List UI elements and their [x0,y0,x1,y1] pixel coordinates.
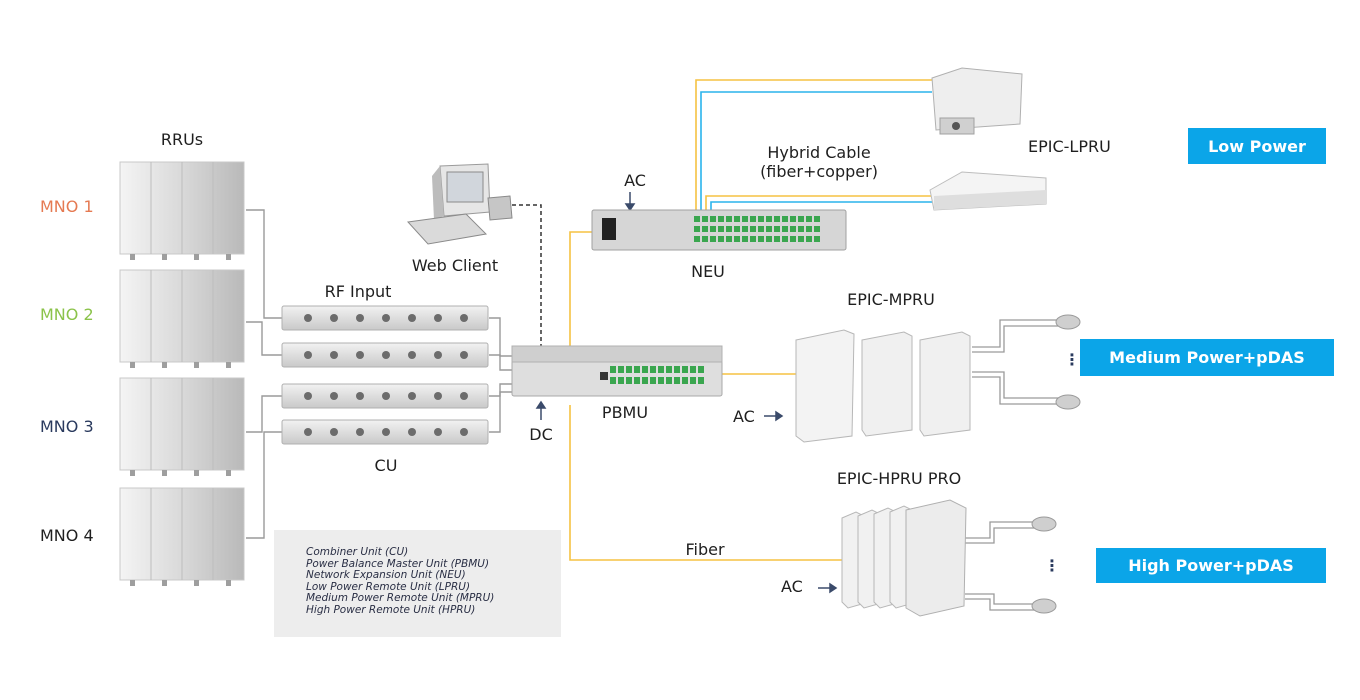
neu-ac-label: AC [624,171,646,190]
pbmu-label: PBMU [601,403,649,422]
epic-hpru-label: EPIC-HPRU PRO [836,469,962,488]
fiber-lines [569,79,932,561]
power-arrows [535,192,838,594]
copper-lines [700,91,932,212]
operator-mno-3: MNO 3 [40,417,94,436]
hpru-more-antennas: ⋮ [1044,556,1060,575]
hpru-ac-label: AC [781,577,803,596]
cu-label: CU [374,456,398,475]
operator-mno-1: MNO 1 [40,197,94,216]
operator-mno-2: MNO 2 [40,305,94,324]
mpru-more-antennas: ⋮ [1064,350,1080,369]
high-power-badge: High Power+pDAS [1096,548,1326,583]
lpru-unit-box [931,67,1023,135]
mpru-units [795,329,971,443]
pbmu-device [511,345,723,397]
antenna-icons [1031,314,1081,614]
web-client-label: Web Client [411,256,499,275]
rru-to-cu-connectors [246,209,512,539]
neu-device [591,209,847,251]
rru-stacks [119,161,245,586]
dc-label: DC [529,425,553,444]
legend-item-pbmu: Power Balance Master Unit (PBMU) [306,557,490,570]
legend-item-lpru: Low Power Remote Unit (LPRU) [306,580,471,593]
hpru-units [841,499,967,617]
web-client-link [498,204,542,348]
lpru-unit-ceiling [929,171,1047,211]
cu-units [281,305,489,445]
abbreviation-legend: Combiner Unit (CU) Power Balance Master … [274,530,561,637]
legend-item-cu: Combiner Unit (CU) [306,546,409,558]
neu-label: NEU [691,262,725,281]
medium-power-badge: Medium Power+pDAS [1080,339,1334,376]
fiber-label: Fiber [685,540,725,559]
antenna-feeders [965,319,1062,611]
hybrid-cable-sublabel: (fiber+copper) [760,162,878,181]
epic-mpru-label: EPIC-MPRU [847,290,935,309]
legend-item-hpru: High Power Remote Unit (HPRU) [306,603,476,616]
legend-item-neu: Network Expansion Unit (NEU) [306,569,466,582]
rrus-label: RRUs [160,130,204,149]
low-power-badge: Low Power [1188,128,1326,164]
epic-lpru-label: EPIC-LPRU [1028,137,1111,156]
web-client-pc [406,163,513,245]
mpru-ac-label: AC [733,407,755,426]
rf-input-label: RF Input [324,282,392,301]
hybrid-cable-label: Hybrid Cable [767,143,871,162]
legend-item-mpru: Medium Power Remote Unit (MPRU) [306,592,495,605]
operator-mno-4: MNO 4 [40,526,94,545]
